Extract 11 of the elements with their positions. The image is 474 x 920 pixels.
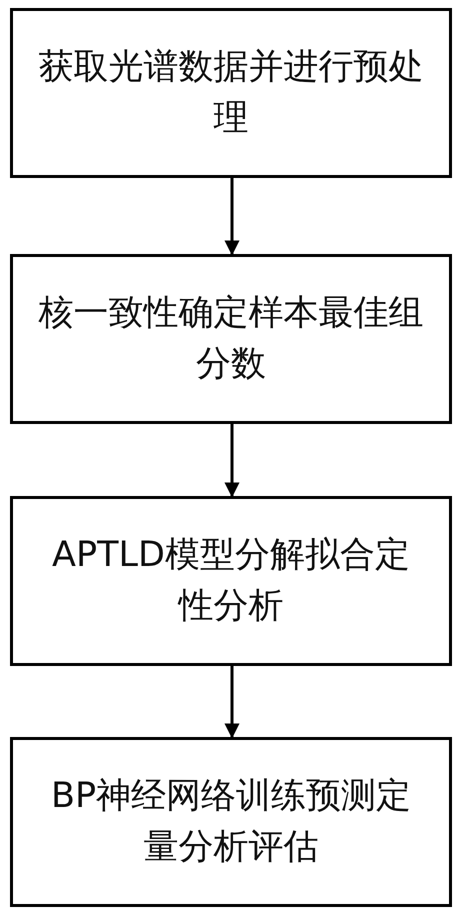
step-text: BP神经网络训练预测定量分析评估	[50, 775, 412, 869]
process-box	[10, 254, 452, 424]
process-box	[10, 8, 452, 178]
process-box	[10, 737, 452, 907]
step-text: 核一致性确定样本最佳组分数	[38, 292, 424, 386]
arrow	[224, 666, 240, 738]
step-text: APTLD模型分解拟合定性分析	[51, 534, 411, 628]
process-box	[10, 496, 452, 666]
step-text: 获取光谱数据并进行预处理	[38, 46, 424, 140]
arrow	[224, 424, 240, 498]
arrow	[224, 178, 240, 256]
